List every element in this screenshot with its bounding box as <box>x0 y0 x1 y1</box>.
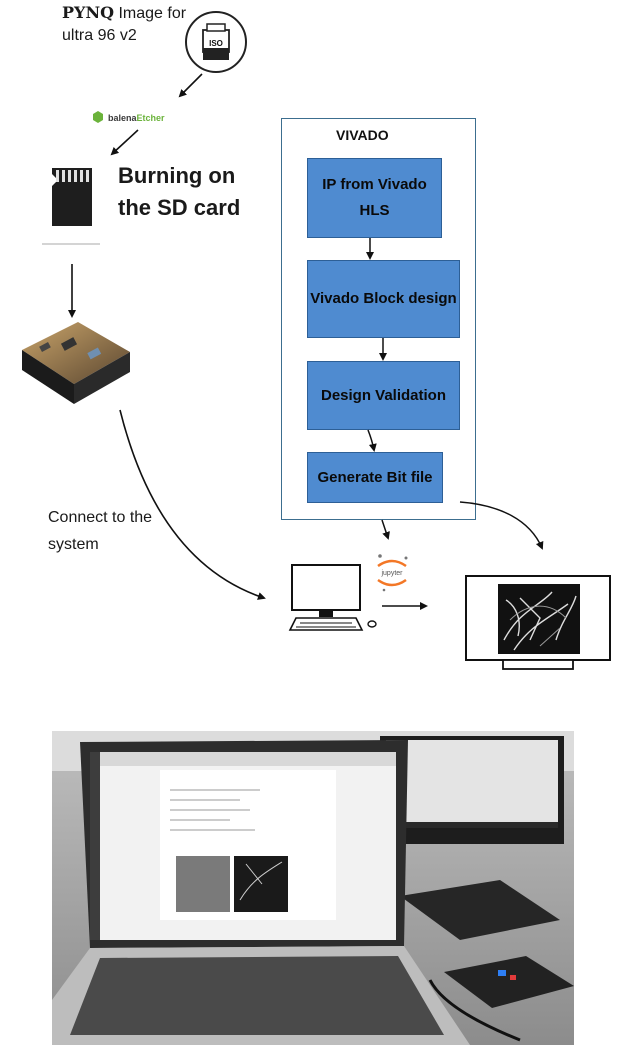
svg-text:balenaEtcher: balenaEtcher <box>108 113 165 123</box>
iso-icon-label: ISO <box>209 39 223 48</box>
vivado-container <box>281 118 476 520</box>
step-block-design: Vivado Block design <box>307 260 460 338</box>
step-ip-from-hls: IP from Vivado HLS <box>307 158 442 238</box>
vivado-title: VIVADO <box>336 127 389 143</box>
ultra96-board-image <box>22 322 130 404</box>
iso-disc-icon <box>185 11 247 73</box>
etcher-logo-part2: Etcher <box>137 113 166 123</box>
etcher-logo-part1: balena <box>108 113 138 123</box>
desktop-pc-icon <box>288 564 377 631</box>
output-monitor-icon <box>465 575 611 670</box>
arrow-iso-to-etcher <box>178 73 203 98</box>
step-generate-bit-file: Generate Bit file <box>307 452 443 503</box>
arrow-bitfile-to-monitor <box>459 501 544 550</box>
sd-card-icon <box>42 168 100 245</box>
step-design-validation: Design Validation <box>307 361 460 430</box>
arrow-board-to-pc <box>119 409 266 600</box>
pynq-image-caption: PYNQ Image for ultra 96 v2 <box>62 2 192 47</box>
pynq-caption-rest: Image for ultra 96 v2 <box>62 5 187 44</box>
pynq-caption-bold: PYNQ <box>62 3 115 22</box>
jupyter-label: jupyter <box>380 570 403 577</box>
arrow-step3-to-step4 <box>367 429 377 452</box>
connect-caption: Connect to the system <box>48 509 153 553</box>
jupyter-logo: jupyter <box>377 554 408 592</box>
arrow-vivado-to-pc <box>381 519 390 540</box>
balena-etcher-logo: balenaEtcher <box>93 111 165 123</box>
arrow-etcher-to-sd <box>110 129 139 156</box>
burning-caption: Burning on the SD card <box>118 163 241 220</box>
lab-setup-photo <box>52 731 574 1045</box>
